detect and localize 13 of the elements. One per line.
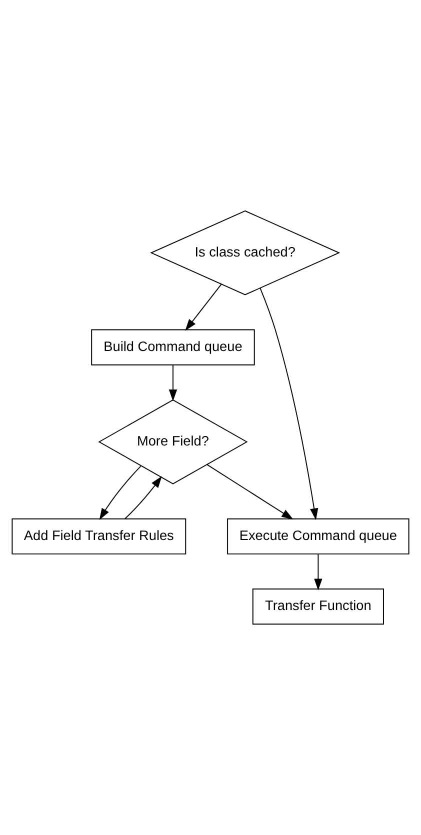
arrow [168, 364, 178, 402]
arrow [260, 288, 318, 520]
node-box: Transfer Function [252, 588, 384, 625]
node-diamond: Is class cached? [150, 210, 340, 296]
arrow [185, 284, 222, 331]
node-box: Add Field Transfer Rules [12, 518, 186, 554]
node-box: Build Command queue [91, 329, 255, 366]
node-diamond: More Field? [98, 399, 248, 484]
arrow [99, 466, 142, 520]
arrow [206, 464, 294, 520]
arrow [124, 476, 162, 520]
node-box: Execute Command queue [227, 518, 410, 554]
arrow [314, 554, 322, 590]
